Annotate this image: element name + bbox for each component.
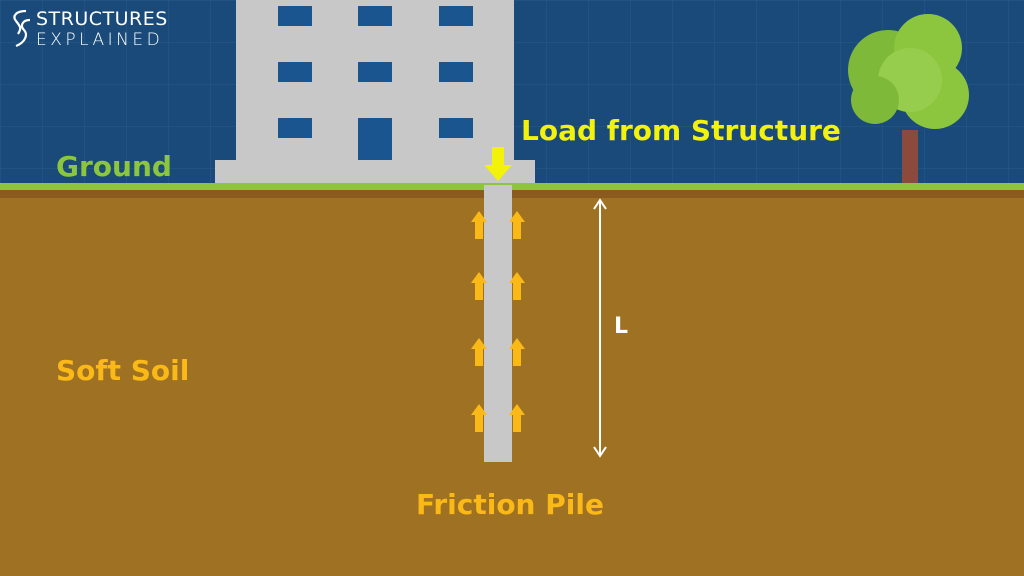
arrow-up-icon [509,404,525,432]
building [215,0,535,185]
arrow-down-icon [484,147,512,181]
arrow-up-icon [471,404,487,432]
friction-pile [484,185,512,462]
logo-line-2: EXPLAINED [36,30,164,50]
length-label: L [614,314,629,339]
double-arrow-icon [593,198,607,458]
structures-explained-logo: STRUCTURES EXPLAINED [8,8,188,50]
arrow-up-icon [471,211,487,239]
arrow-up-icon [509,211,525,239]
ground-label: Ground [56,150,172,183]
friction-arrows [471,211,525,432]
arrow-up-icon [471,272,487,300]
logo-line-1: STRUCTURES [36,8,168,30]
arrow-up-icon [471,338,487,366]
building-windows [278,6,473,160]
arrow-up-icon [509,272,525,300]
pile-label: Friction Pile [416,488,604,521]
load-label: Load from Structure [521,114,841,147]
tree [848,14,969,186]
soil-label: Soft Soil [56,354,190,387]
logo-mark-icon [13,9,31,48]
arrow-up-icon [509,338,525,366]
